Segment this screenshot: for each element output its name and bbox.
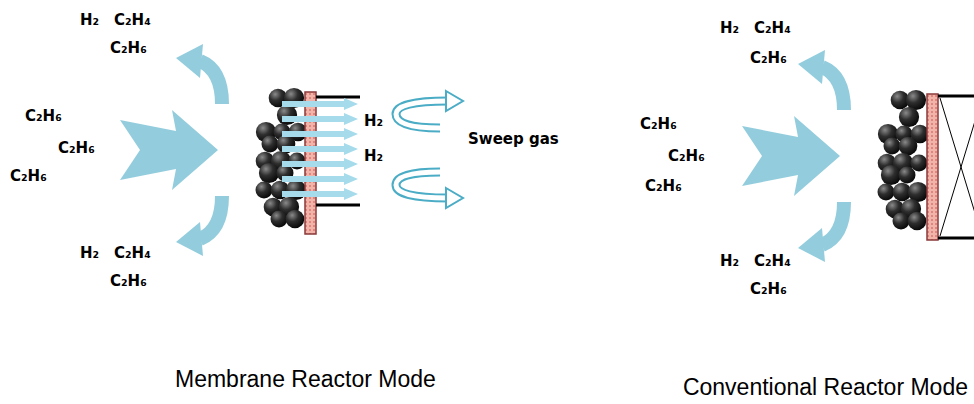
tube-wall xyxy=(938,95,974,98)
species-label: H₂ xyxy=(720,20,739,37)
species-label: C₂H₆ xyxy=(110,273,147,290)
species-label: C₂H₆ xyxy=(645,178,682,195)
panel-caption: Membrane Reactor Mode xyxy=(175,366,436,392)
species-label: C₂H₆ xyxy=(750,50,787,67)
permeation-arrows xyxy=(282,98,358,200)
retentate-arrow xyxy=(822,202,844,245)
catalyst-particle xyxy=(911,155,928,172)
catalyst-particle xyxy=(271,211,288,228)
permeation-arrow xyxy=(282,146,346,152)
tube-wall xyxy=(938,237,974,240)
sweep-arrow xyxy=(396,172,448,198)
species-label: C₂H₆ xyxy=(25,108,62,125)
retentate-arrow xyxy=(200,196,222,239)
species-label: C₂H₆ xyxy=(668,148,705,165)
permeation-arrow xyxy=(282,176,346,182)
retentate-arrow xyxy=(200,61,222,104)
species-label: C₂H₄ xyxy=(114,12,151,29)
sweep-arrow xyxy=(396,101,448,128)
catalyst-particle xyxy=(881,165,901,185)
sweep-arrow-head xyxy=(446,188,463,208)
species-label: C₂H₄ xyxy=(754,20,791,37)
species-label: C₂H₆ xyxy=(58,140,95,157)
species-label: C₂H₆ xyxy=(640,116,677,133)
blocked-cross xyxy=(940,98,974,236)
tube-wall xyxy=(316,204,360,207)
permeation-arrow-head xyxy=(344,158,358,170)
permeation-arrow-head xyxy=(344,188,358,200)
catalyst-particle xyxy=(277,105,297,125)
feed-arrow xyxy=(120,110,218,190)
blocked-cross xyxy=(940,98,974,236)
catalyst-particle xyxy=(262,136,279,153)
species-label: C₂H₆ xyxy=(110,40,147,57)
sweep-gas-label: Sweep gas xyxy=(468,131,559,148)
membrane xyxy=(927,94,938,240)
retentate-arrow xyxy=(822,67,844,110)
species-label: H₂ xyxy=(80,245,99,262)
catalyst-particle xyxy=(893,213,910,230)
membrane-panel xyxy=(120,44,463,256)
retentate-arrow-head xyxy=(176,44,203,78)
permeation-arrow xyxy=(282,131,346,137)
retentate-arrow-head xyxy=(798,228,825,262)
catalyst-layer xyxy=(256,88,308,228)
panel-caption: Conventional Reactor Mode xyxy=(683,374,968,400)
catalyst-layer xyxy=(878,90,930,230)
catalyst-particle xyxy=(884,138,901,155)
catalyst-particle xyxy=(259,163,279,183)
species-label: C₂H₆ xyxy=(750,281,787,298)
catalyst-particle xyxy=(286,210,305,229)
retentate-arrow-head xyxy=(798,50,825,84)
conventional-panel xyxy=(742,50,974,262)
species-label: H₂ xyxy=(80,12,99,29)
permeation-arrow xyxy=(282,191,346,197)
catalyst-particle xyxy=(899,137,918,156)
permeation-arrow-head xyxy=(344,173,358,185)
catalyst-particle xyxy=(899,107,919,127)
tube-wall xyxy=(316,96,360,99)
catalyst-particle xyxy=(878,184,895,201)
permeate-label: H₂ xyxy=(364,148,383,165)
permeation-arrow-head xyxy=(344,113,358,125)
catalyst-particle xyxy=(908,212,927,231)
species-label: C₂H₄ xyxy=(114,245,151,262)
sweep-arrow-inner xyxy=(396,172,448,198)
permeation-arrow xyxy=(282,161,346,167)
sweep-arrow-head xyxy=(446,91,463,111)
permeation-arrow xyxy=(282,116,346,122)
feed-arrow xyxy=(742,116,840,196)
species-label: C₂H₆ xyxy=(10,168,47,185)
species-label: H₂ xyxy=(720,253,739,270)
permeation-arrow xyxy=(282,101,346,107)
permeation-arrow-head xyxy=(344,98,358,110)
species-label: C₂H₄ xyxy=(754,253,791,270)
catalyst-particle xyxy=(256,182,273,199)
permeation-arrow-head xyxy=(344,143,358,155)
permeation-arrow-head xyxy=(344,128,358,140)
retentate-arrow-head xyxy=(176,222,203,256)
sweep-arrow-inner xyxy=(396,101,448,128)
permeate-label: H₂ xyxy=(364,113,383,130)
catalyst-particle xyxy=(899,167,916,184)
